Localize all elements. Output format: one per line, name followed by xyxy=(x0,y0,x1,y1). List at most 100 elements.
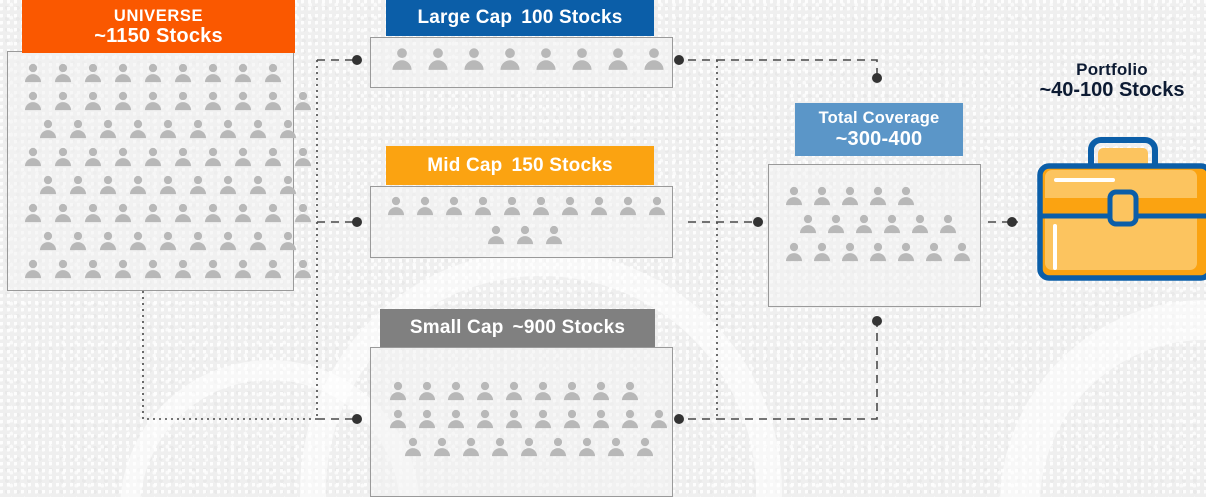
person-icon xyxy=(516,225,534,245)
person-icon xyxy=(39,175,57,195)
universe-count: ~1150 Stocks xyxy=(94,24,223,47)
universe-banner[interactable]: UNIVERSE ~1150 Stocks xyxy=(22,0,295,53)
person-icon xyxy=(520,437,537,457)
person-icon xyxy=(563,381,581,401)
person-icon xyxy=(129,231,147,251)
person-icon xyxy=(387,196,405,216)
person-icon xyxy=(54,91,72,111)
person-icon xyxy=(389,381,407,401)
person-icon xyxy=(279,119,297,139)
people-grid xyxy=(371,348,672,496)
person-icon xyxy=(204,203,222,223)
small-cap-count: ~900 Stocks xyxy=(512,317,626,338)
person-icon xyxy=(869,186,887,206)
person-icon xyxy=(561,196,579,216)
person-icon xyxy=(476,409,494,429)
person-icon xyxy=(447,409,465,429)
people-grid xyxy=(371,38,672,87)
person-icon xyxy=(500,48,520,70)
person-icon xyxy=(487,225,505,245)
person-icon xyxy=(174,91,192,111)
total-coverage-count: ~300-400 xyxy=(835,127,923,150)
person-icon xyxy=(897,242,915,262)
person-icon xyxy=(392,48,412,70)
person-icon xyxy=(54,203,72,223)
person-icon xyxy=(54,63,72,83)
people-row xyxy=(22,62,284,84)
person-icon xyxy=(174,147,192,167)
person-icon xyxy=(563,409,581,429)
person-icon xyxy=(827,214,845,234)
person-icon xyxy=(644,48,664,70)
large-cap-banner[interactable]: Large Cap 100 Stocks xyxy=(386,0,654,36)
person-icon xyxy=(294,147,312,167)
person-icon xyxy=(650,409,668,429)
person-icon xyxy=(114,91,132,111)
person-icon xyxy=(841,242,859,262)
person-icon xyxy=(219,119,237,139)
mid-cap-label: Mid Cap xyxy=(427,154,503,176)
person-icon xyxy=(39,119,57,139)
person-icon xyxy=(953,242,971,262)
person-icon xyxy=(536,48,556,70)
person-icon xyxy=(39,231,57,251)
person-icon xyxy=(607,437,624,457)
universe-label: UNIVERSE xyxy=(113,6,204,25)
total-coverage-people-panel xyxy=(768,164,981,307)
small-cap-people-panel xyxy=(370,347,673,497)
person-icon xyxy=(869,242,887,262)
person-icon xyxy=(925,242,943,262)
person-icon xyxy=(174,63,192,83)
people-row xyxy=(37,118,299,140)
person-icon xyxy=(24,63,42,83)
people-row xyxy=(385,195,668,217)
person-icon xyxy=(24,259,42,279)
person-icon xyxy=(264,147,282,167)
person-icon xyxy=(189,119,207,139)
person-icon xyxy=(84,147,102,167)
person-icon xyxy=(785,242,803,262)
person-icon xyxy=(84,63,102,83)
person-icon xyxy=(189,231,207,251)
small-cap-label: Small Cap xyxy=(409,317,504,338)
person-icon xyxy=(572,48,592,70)
person-icon xyxy=(636,437,653,457)
person-icon xyxy=(505,409,523,429)
person-icon xyxy=(69,175,87,195)
person-icon xyxy=(621,381,639,401)
person-icon xyxy=(545,225,563,245)
person-icon xyxy=(249,231,267,251)
total-coverage-label: Total Coverage xyxy=(818,109,940,128)
person-icon xyxy=(174,203,192,223)
large-cap-label: Large Cap xyxy=(417,7,513,28)
person-icon xyxy=(249,119,267,139)
person-icon xyxy=(159,231,177,251)
person-icon xyxy=(144,259,162,279)
person-icon xyxy=(114,63,132,83)
person-icon xyxy=(813,242,831,262)
person-icon xyxy=(159,175,177,195)
person-icon xyxy=(855,214,873,234)
people-row xyxy=(402,436,656,458)
person-icon xyxy=(648,196,666,216)
portfolio-title: Portfolio xyxy=(1076,60,1148,79)
person-icon xyxy=(204,63,222,83)
total-coverage-banner[interactable]: Total Coverage ~300-400 xyxy=(795,103,963,156)
person-icon xyxy=(503,196,521,216)
person-icon xyxy=(464,48,484,70)
person-icon xyxy=(129,119,147,139)
person-icon xyxy=(99,231,117,251)
portfolio-label: Portfolio ~40-100 Stocks xyxy=(1012,60,1206,101)
person-icon xyxy=(294,259,312,279)
small-cap-banner[interactable]: Small Cap ~900 Stocks xyxy=(380,309,655,347)
people-row xyxy=(797,213,959,235)
universe-people-panel xyxy=(7,51,312,291)
person-icon xyxy=(264,63,282,83)
mid-cap-banner[interactable]: Mid Cap 150 Stocks xyxy=(386,146,654,185)
person-icon xyxy=(114,147,132,167)
person-icon xyxy=(264,91,282,111)
person-icon xyxy=(404,437,421,457)
person-icon xyxy=(234,259,252,279)
person-icon xyxy=(189,175,207,195)
person-icon xyxy=(939,214,957,234)
